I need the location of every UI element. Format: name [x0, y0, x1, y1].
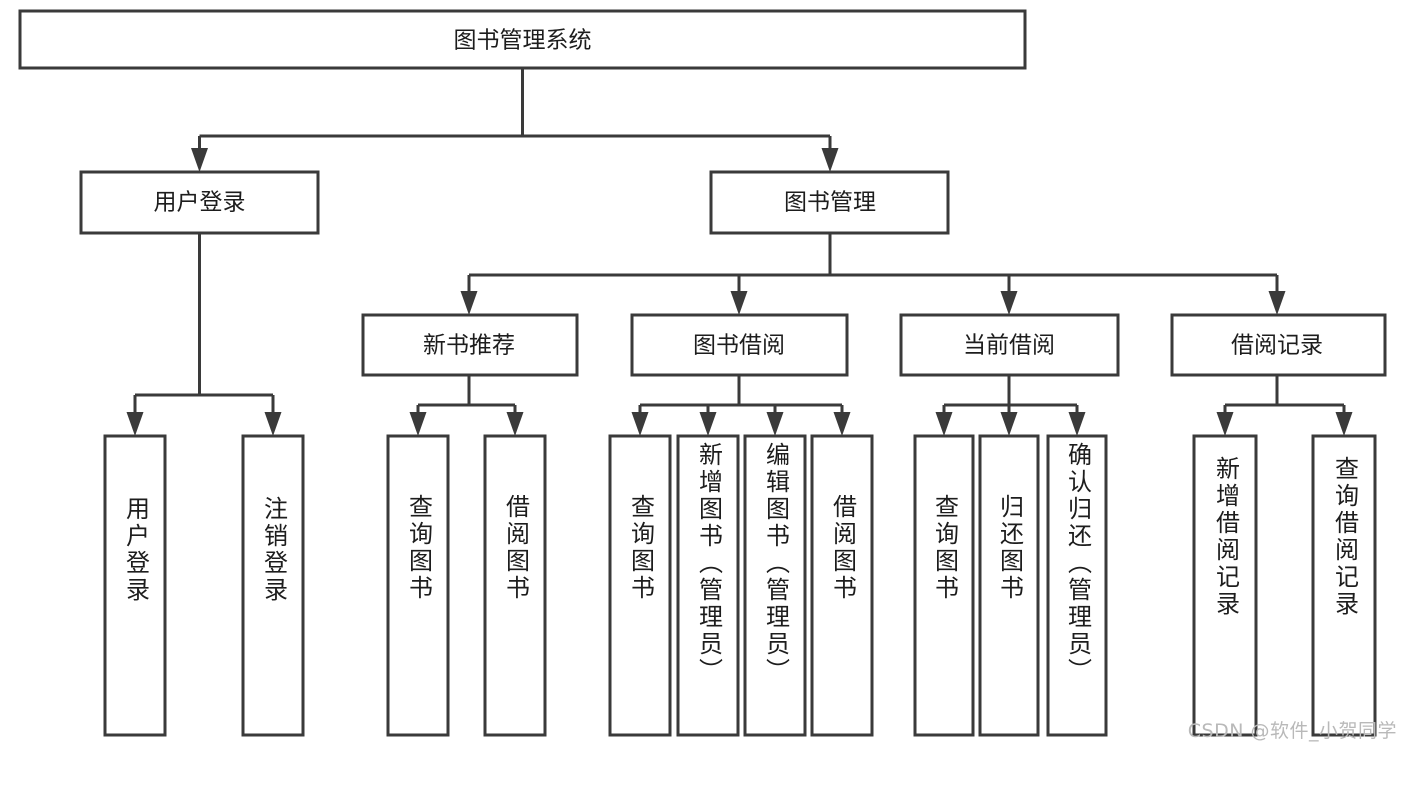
leaf-box-borrow-book[interactable] — [810, 434, 874, 737]
leaf-box-return-book[interactable] — [978, 434, 1040, 737]
arrowhead-borrow-query — [631, 412, 649, 436]
node-box-book-management[interactable] — [709, 170, 950, 235]
arrowhead-current — [1000, 291, 1018, 315]
node-label-user-login: 用户登录 — [154, 190, 246, 216]
arrowhead-newbook-query — [409, 412, 427, 436]
node-box-book-borrow[interactable] — [630, 313, 849, 377]
arrowhead-records — [1268, 291, 1286, 315]
leaf-box-borrow-book-new[interactable] — [483, 434, 547, 737]
arrowhead-borrow-add — [699, 412, 717, 436]
node-box-borrow-records[interactable] — [1170, 313, 1387, 377]
node-label-root: 图书管理系统 — [454, 28, 592, 54]
connector-layer — [126, 68, 1353, 436]
leaf-box-confirm-return-admin[interactable] — [1046, 434, 1108, 737]
node-label-new-book-recommend: 新书推荐 — [423, 333, 515, 359]
leaf-box-user-login[interactable] — [103, 434, 167, 737]
node-label-current-borrow: 当前借阅 — [963, 333, 1055, 359]
horizontal-label-layer: 图书管理系统 用户登录 图书管理 新书推荐 图书借阅 当前借阅 借阅记录 — [154, 28, 1324, 359]
node-box-new-book-recommend[interactable] — [361, 313, 579, 377]
arrowhead-borrow-lend — [833, 412, 851, 436]
arrowhead-borrow-edit — [766, 412, 784, 436]
leaf-box-query-book-current[interactable] — [913, 434, 975, 737]
arrowhead-current-return — [1000, 412, 1018, 436]
leaf-box-logout[interactable] — [241, 434, 305, 737]
leaf-box-add-borrow-record[interactable] — [1192, 434, 1258, 737]
node-label-book-borrow: 图书借阅 — [693, 333, 785, 359]
arrowhead-borrow — [730, 291, 748, 315]
leaf-box-add-book-admin[interactable] — [676, 434, 740, 737]
arrowhead-newbook — [460, 291, 478, 315]
hierarchy-diagram-canvas: 图书管理系统 用户登录 图书管理 新书推荐 图书借阅 当前借阅 借阅记录 用户登… — [18, 9, 1397, 742]
arrowhead-newbook-borrow — [506, 412, 524, 436]
leaf-box-query-book-borrow[interactable] — [608, 434, 672, 737]
arrowhead-leaf-logout — [264, 412, 282, 436]
arrowhead-current-query — [935, 412, 953, 436]
node-label-book-management: 图书管理 — [784, 190, 876, 216]
node-box-user-login[interactable] — [79, 170, 320, 235]
leaf-box-query-book-new[interactable] — [386, 434, 450, 737]
node-layer — [18, 9, 1387, 737]
arrowhead-leaf-user-login — [126, 412, 144, 436]
diagram-svg: 图书管理系统 用户登录 图书管理 新书推荐 图书借阅 当前借阅 借阅记录 — [18, 9, 1387, 737]
node-label-borrow-records: 借阅记录 — [1231, 333, 1323, 359]
arrowhead-current-confirm — [1068, 412, 1086, 436]
arrowhead-records-add — [1216, 412, 1234, 436]
node-box-root[interactable] — [18, 9, 1027, 70]
leaf-box-query-borrow-record[interactable] — [1311, 434, 1377, 737]
arrowhead-book-mgmt — [821, 148, 839, 172]
leaf-box-edit-book-admin[interactable] — [743, 434, 807, 737]
arrowhead-records-query — [1335, 412, 1353, 436]
node-box-current-borrow[interactable] — [899, 313, 1120, 377]
arrowhead-user-login — [191, 148, 208, 172]
